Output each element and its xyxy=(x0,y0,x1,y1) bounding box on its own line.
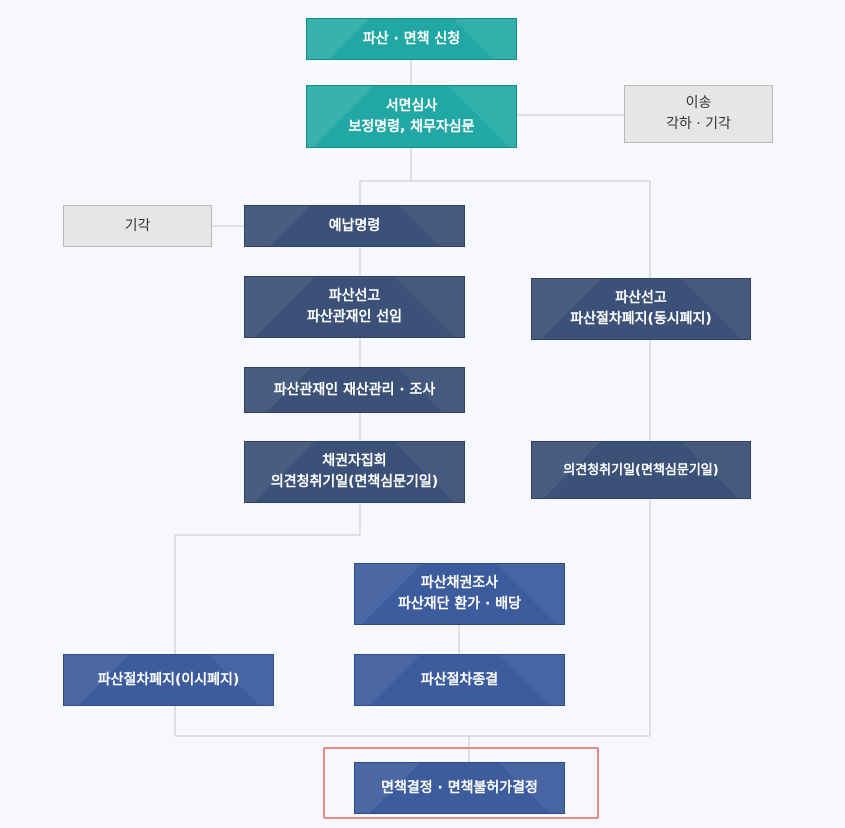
node-dismiss-label: 기각 xyxy=(124,217,151,234)
node-conclude: 파산절차종결 xyxy=(354,654,565,706)
node-abolish-later-label: 파산절차폐지(이시폐지) xyxy=(97,671,240,688)
node-decision-label: 면책결정 · 면책불허가결정 xyxy=(381,779,538,796)
node-claims: 파산채권조사 파산재단 환가 · 배당 xyxy=(354,563,565,625)
node-claims-label: 파산채권조사 파산재단 환가 · 배당 xyxy=(398,575,521,612)
node-apply: 파산 · 면책 신청 xyxy=(306,18,517,60)
node-conclude-label: 파산절차종결 xyxy=(420,671,499,688)
node-declare-abolish: 파산선고 파산절차폐지(동시폐지) xyxy=(531,278,751,340)
node-hearing-label: 의견청취기일(면책심문기일) xyxy=(563,462,719,478)
node-deposit: 예납명령 xyxy=(244,205,465,247)
node-creditors-label: 채권자집회 의견청취기일(면책심문기일) xyxy=(270,453,439,490)
decision-highlight-frame xyxy=(323,747,599,819)
node-review: 서면심사 보정명령, 채무자심문 xyxy=(306,85,517,148)
node-trustee: 파산관재인 재산관리 · 조사 xyxy=(244,367,465,413)
node-dismiss: 기각 xyxy=(63,205,212,247)
node-declare-abolish-label: 파산선고 파산절차폐지(동시폐지) xyxy=(570,290,712,327)
node-apply-label: 파산 · 면책 신청 xyxy=(362,30,461,47)
node-deposit-label: 예납명령 xyxy=(328,217,381,234)
node-transfer: 이송 각하 · 기각 xyxy=(624,85,773,143)
node-hearing: 의견청취기일(면책심문기일) xyxy=(531,441,751,499)
node-declare-label: 파산선고 파산관재인 선임 xyxy=(306,288,403,325)
node-transfer-label: 이송 각하 · 기각 xyxy=(666,95,731,132)
node-declare: 파산선고 파산관재인 선임 xyxy=(244,276,465,338)
node-abolish-later: 파산절차폐지(이시폐지) xyxy=(63,654,274,706)
node-review-label: 서면심사 보정명령, 채무자심문 xyxy=(348,97,475,135)
node-decision: 면책결정 · 면책불허가결정 xyxy=(354,762,565,814)
node-trustee-label: 파산관재인 재산관리 · 조사 xyxy=(273,381,436,398)
node-creditors: 채권자집회 의견청취기일(면책심문기일) xyxy=(244,441,465,503)
